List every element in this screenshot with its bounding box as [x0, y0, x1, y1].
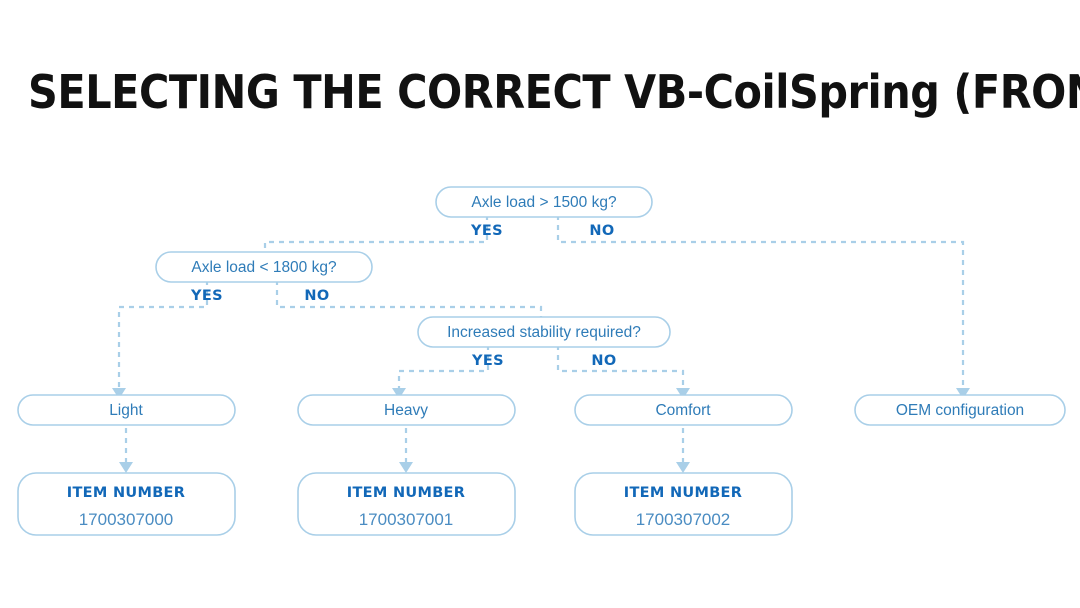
result-node-comfort-label: Comfort: [655, 402, 711, 419]
result-node-comfort-shape: [574, 394, 793, 426]
label-d1-yes: YES: [470, 223, 503, 239]
connector-d2-no: [275, 280, 543, 317]
connector-d3-yes: [392, 345, 490, 399]
label-d3-no: NO: [591, 353, 616, 369]
decision-node-axle-load-1800-shape: [155, 251, 373, 283]
decision-node-axle-load-1500-label: Axle load > 1500 kg?: [471, 194, 617, 211]
decision-node-increased-stability[interactable]: Increased stability required?: [417, 316, 671, 348]
label-d2-yes: YES: [190, 288, 223, 304]
result-node-heavy[interactable]: Heavy: [297, 394, 516, 426]
item-number-box-heavy-number: 1700307001: [359, 510, 454, 529]
result-node-oem-configuration[interactable]: OEM configuration: [854, 394, 1066, 426]
item-number-box-light[interactable]: ITEM NUMBER 1700307000: [17, 472, 236, 536]
item-number-box-heavy[interactable]: ITEM NUMBER 1700307001: [297, 472, 516, 536]
connector-d2-yes: [112, 280, 209, 399]
item-number-box-light-shape: [17, 472, 236, 536]
item-number-box-light-number: 1700307000: [79, 510, 174, 529]
result-node-heavy-shape: [297, 394, 516, 426]
result-node-oem-configuration-shape: [854, 394, 1066, 426]
decision-node-increased-stability-shape: [417, 316, 671, 348]
result-node-light-label: Light: [109, 402, 143, 419]
result-node-light[interactable]: Light: [17, 394, 236, 426]
item-number-box-comfort-heading: ITEM NUMBER: [624, 485, 742, 501]
item-number-box-heavy-heading: ITEM NUMBER: [347, 485, 465, 501]
decision-node-axle-load-1800-label: Axle load < 1800 kg?: [191, 259, 337, 276]
label-d3-yes: YES: [471, 353, 504, 369]
connector-d3-no: [556, 345, 690, 399]
connector-d1-no: [556, 215, 970, 399]
decision-node-axle-load-1800[interactable]: Axle load < 1800 kg?: [155, 251, 373, 283]
connector-light-to-item: [119, 428, 133, 473]
result-node-oem-configuration-label: OEM configuration: [896, 402, 1024, 419]
result-node-heavy-label: Heavy: [384, 402, 428, 419]
item-number-box-comfort-shape: [574, 472, 793, 536]
item-number-box-comfort[interactable]: ITEM NUMBER 1700307002: [574, 472, 793, 536]
result-node-light-shape: [17, 394, 236, 426]
result-node-comfort[interactable]: Comfort: [574, 394, 793, 426]
decision-node-increased-stability-label: Increased stability required?: [447, 324, 641, 341]
label-d1-no: NO: [589, 223, 614, 239]
label-d2-no: NO: [304, 288, 329, 304]
connector-heavy-to-item: [399, 428, 413, 473]
connector-comfort-to-item: [676, 428, 690, 473]
connector-d1-yes: [263, 215, 489, 252]
decision-node-axle-load-1500[interactable]: Axle load > 1500 kg?: [435, 186, 653, 218]
page-title: SELECTING THE CORRECT VB-CoilSpring (FRO…: [28, 65, 1080, 119]
item-number-box-light-heading: ITEM NUMBER: [67, 485, 185, 501]
item-number-box-comfort-number: 1700307002: [636, 510, 731, 529]
decision-node-axle-load-1500-shape: [435, 186, 653, 218]
item-number-box-heavy-shape: [297, 472, 516, 536]
